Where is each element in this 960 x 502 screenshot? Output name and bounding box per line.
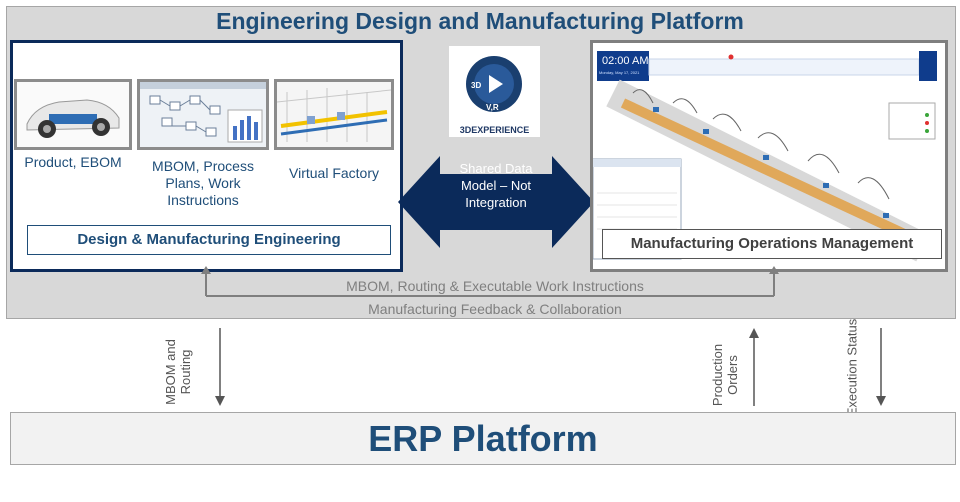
logo-vr-badge: V,R (486, 103, 499, 112)
erp-platform-bar: ERP Platform (10, 412, 956, 465)
manufacturing-operations-management-label: Manufacturing Operations Management (602, 229, 942, 259)
product-ebom-thumbnail (14, 79, 132, 150)
virtual-factory-label: Virtual Factory (289, 165, 379, 181)
product-ebom-label: Product, EBOM (24, 154, 122, 170)
virtual-factory-thumbnail (274, 79, 394, 150)
factory-icon (277, 82, 391, 147)
mbom-process-label: MBOM, Process Plans, Work Instructions (152, 158, 254, 208)
mom-clock-date: Monday, May 17, 2021 (599, 70, 640, 75)
3dexperience-wordmark: 3DEXPERIENCE (459, 125, 530, 135)
design-manufacturing-engineering-label: Design & Manufacturing Engineering (27, 225, 391, 255)
feedback-flow-label: Manufacturing Feedback & Collaboration (368, 301, 622, 317)
shared-data-model-label: Shared Data Model – Not Integration (459, 161, 533, 210)
mbom-flow-label: MBOM, Routing & Executable Work Instruct… (260, 278, 730, 294)
compass-icon: 3D V,R (466, 56, 522, 112)
process-flow-icon (140, 82, 266, 147)
mbom-flow-arrow (201, 266, 779, 297)
execution-status-label: Execution Status (844, 318, 860, 417)
production-orders-label: Production Orders (710, 343, 740, 407)
mom-clock-time: 02:00 AM (602, 55, 648, 67)
production-orders-up-arrow (749, 328, 759, 406)
car-icon (17, 82, 129, 147)
3dexperience-logo: 3D V,R (449, 46, 540, 137)
mbom-process-thumbnail (137, 79, 269, 150)
mbom-routing-down-arrow (215, 328, 225, 406)
logo-3d-badge: 3D (471, 81, 481, 90)
execution-status-down-arrow (876, 328, 886, 406)
mbom-routing-label: MBOM and Routing (163, 339, 193, 405)
platform-title: Engineering Design and Manufacturing Pla… (216, 8, 744, 34)
shared-data-double-arrow (398, 156, 594, 248)
